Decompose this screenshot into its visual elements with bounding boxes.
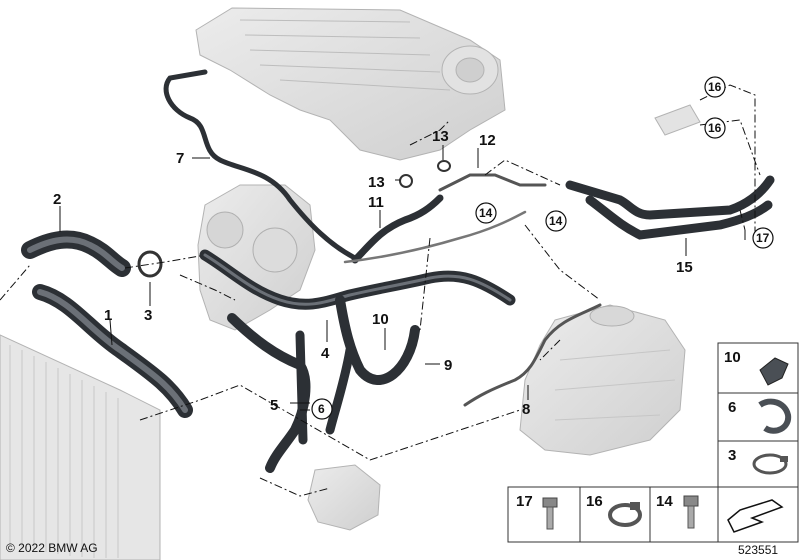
legend-box-10: 10: [717, 342, 799, 394]
callout-12: 12: [479, 132, 496, 149]
svg-text:14: 14: [549, 214, 563, 228]
hose-2: [21, 230, 131, 277]
svg-text:6: 6: [728, 399, 736, 416]
callout-11: 11: [368, 194, 384, 211]
callout-16-circle-lower: 16: [704, 117, 726, 139]
engine-cylinder-head: [195, 7, 506, 161]
svg-text:16: 16: [708, 80, 722, 94]
bottom-legend: 17 16 14: [507, 486, 799, 543]
circled-callouts: 6 14 14 16 16 17: [311, 76, 774, 420]
callout-10: 10: [372, 311, 389, 328]
callout-14-circle-left: 14: [475, 202, 497, 224]
callout-5: 5: [270, 397, 278, 414]
callout-labels: 1 2 3 4 5 7 8 9 10 11 12 13 13 15: [53, 128, 693, 418]
callout-1: 1: [104, 307, 112, 324]
callout-4: 4: [321, 345, 330, 362]
svg-text:10: 10: [724, 349, 741, 366]
hose-15: [565, 175, 775, 240]
document-number: 523551: [738, 543, 779, 557]
callout-15: 15: [676, 259, 693, 276]
hose-4-9: [199, 249, 516, 385]
view-direction-arrow-icon: [727, 499, 784, 533]
radiator: [0, 334, 161, 560]
legend-box-3: 3: [717, 440, 799, 488]
connector-piece-16: [654, 104, 701, 136]
callout-9: 9: [444, 357, 452, 374]
callout-6-circle: 6: [311, 398, 333, 420]
callout-13-lower: 13: [368, 174, 385, 191]
expansion-tank: [519, 304, 686, 456]
side-legend: 10 6 3: [717, 342, 799, 488]
svg-text:14: 14: [479, 206, 493, 220]
copyright-text: © 2022 BMW AG: [6, 541, 98, 555]
callout-7: 7: [176, 150, 184, 167]
callout-17-circle: 17: [752, 227, 774, 249]
view-direction-arrow-box: [717, 486, 799, 543]
callout-2: 2: [53, 191, 61, 208]
pipe-12: [438, 173, 547, 192]
svg-text:16: 16: [586, 493, 603, 510]
callout-8: 8: [522, 401, 530, 418]
legend-box-6: 6: [717, 392, 799, 442]
svg-text:16: 16: [708, 121, 722, 135]
callout-16-circle-upper: 16: [704, 76, 726, 98]
callout-3: 3: [144, 307, 152, 324]
svg-text:14: 14: [656, 493, 673, 510]
svg-text:3: 3: [728, 447, 736, 464]
svg-text:17: 17: [756, 231, 770, 245]
leader-lines: [59, 145, 746, 411]
pipe-8: [343, 210, 602, 407]
hose-5: [227, 313, 355, 473]
hose-7: [163, 69, 358, 261]
callout-14-circle-right: 14: [545, 210, 567, 232]
legend-box-14: 14: [649, 486, 719, 543]
hose-11: [351, 194, 444, 264]
seal-rings-13: [399, 160, 451, 188]
auxiliary-pump: [307, 464, 381, 531]
clamp-3: [137, 250, 163, 278]
hose-1: [32, 284, 193, 418]
legend-box-17: 17: [507, 486, 581, 543]
callout-13-upper: 13: [432, 128, 449, 145]
svg-text:17: 17: [516, 493, 533, 510]
svg-text:6: 6: [318, 402, 325, 416]
legend-box-16: 16: [579, 486, 651, 543]
